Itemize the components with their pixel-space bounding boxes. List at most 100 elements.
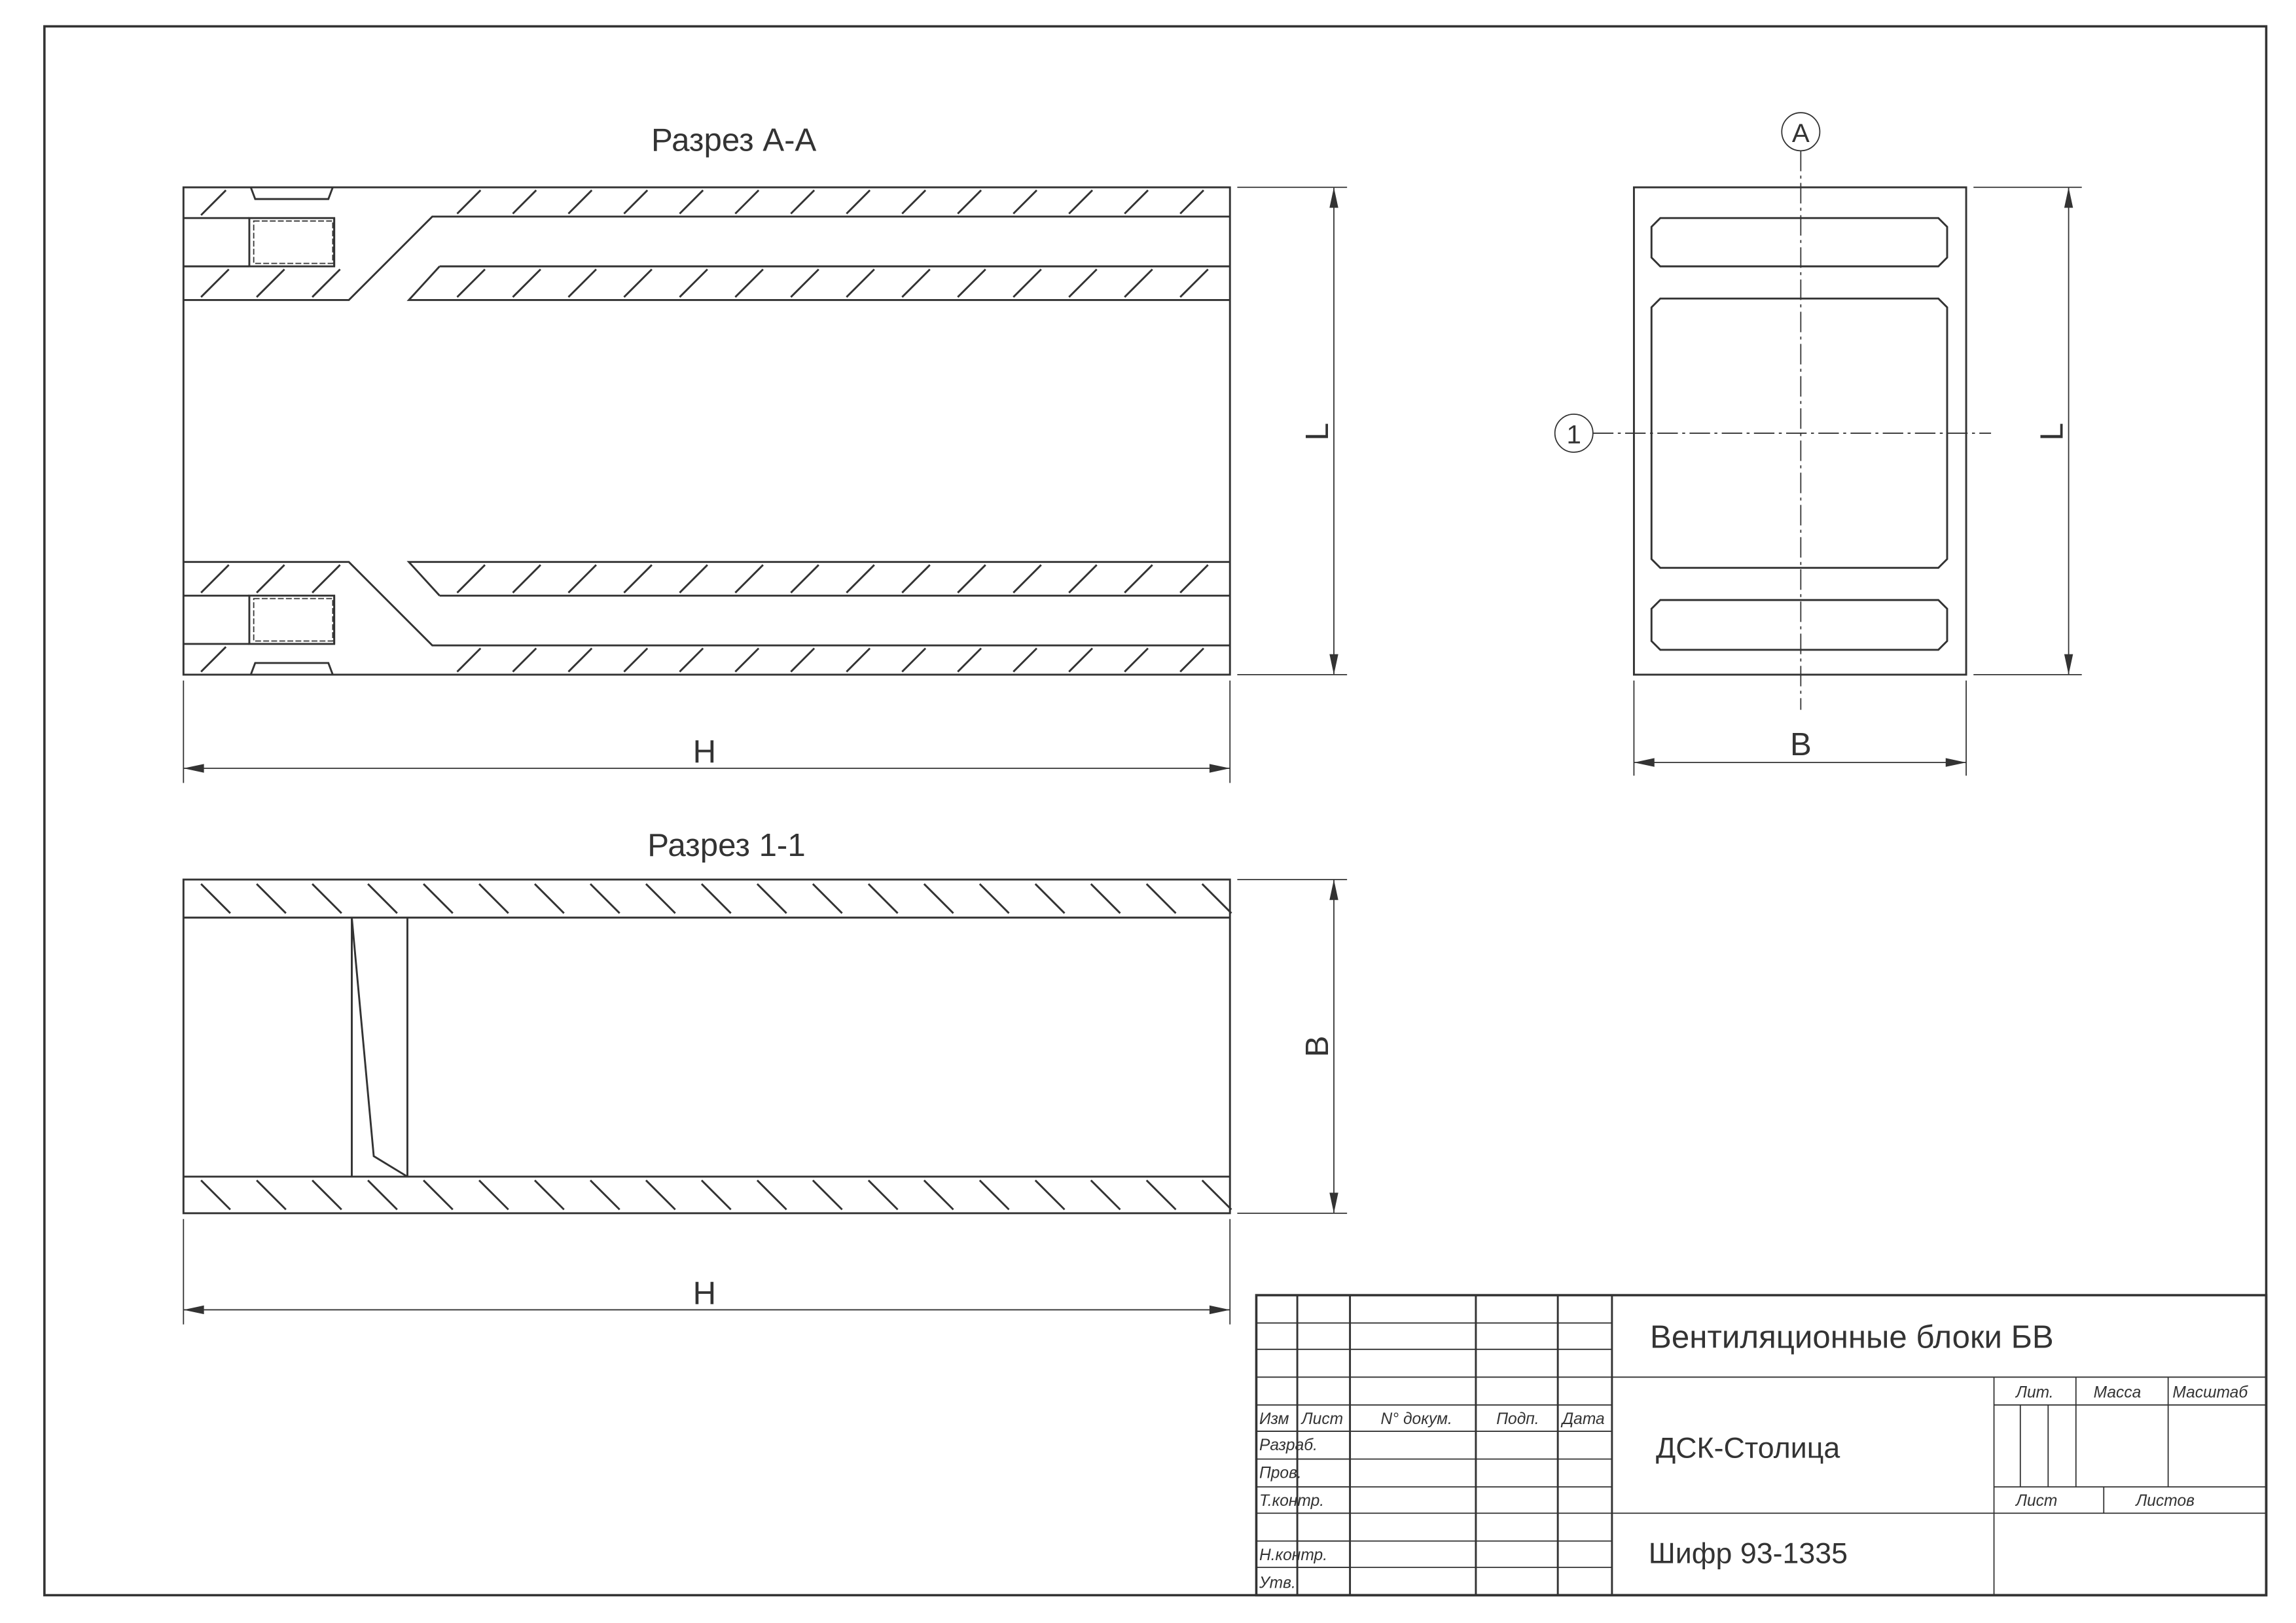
hatch-line bbox=[846, 647, 871, 673]
hatch-line bbox=[423, 1179, 454, 1211]
hatch-line bbox=[567, 189, 593, 215]
plan-dim-l-label: L bbox=[2034, 423, 2070, 440]
hatch-line bbox=[1068, 564, 1098, 594]
hatch-line bbox=[812, 1179, 843, 1211]
hatch-line bbox=[957, 647, 982, 673]
hatch-line bbox=[957, 268, 986, 298]
row-tkontr: Т.контр. bbox=[1259, 1492, 1324, 1510]
mass-label: Масса bbox=[2094, 1384, 2142, 1402]
hatch-line bbox=[1124, 189, 1149, 215]
hatch-line bbox=[901, 268, 931, 298]
hatch-line bbox=[1068, 189, 1094, 215]
organization: ДСК-Столица bbox=[1656, 1432, 1840, 1464]
hatch-line bbox=[200, 883, 231, 914]
hatch-line bbox=[312, 268, 341, 298]
hatch-line bbox=[734, 647, 760, 673]
hatch-line bbox=[1013, 189, 1038, 215]
hatch-line bbox=[978, 1179, 1010, 1211]
hatch-line bbox=[200, 646, 227, 673]
hatch-line bbox=[567, 268, 597, 298]
hatch-line bbox=[256, 268, 285, 298]
hatch-line bbox=[978, 883, 1010, 914]
hatch-line bbox=[1124, 564, 1153, 594]
plan-dim-b-label: B bbox=[1790, 726, 1812, 762]
hatch-line bbox=[1179, 189, 1205, 215]
hatch-line bbox=[700, 1179, 732, 1211]
hatching bbox=[200, 883, 1232, 1211]
hatch-line bbox=[456, 647, 482, 673]
dim-h-label: H bbox=[693, 734, 717, 770]
dim-b-label: B bbox=[1299, 1036, 1335, 1058]
hatch-line bbox=[1068, 268, 1098, 298]
hatch-line bbox=[679, 268, 708, 298]
hatch-line bbox=[456, 189, 482, 215]
hatch-line bbox=[533, 883, 565, 914]
scale-label: Масштаб bbox=[2172, 1384, 2248, 1402]
hatch-line bbox=[567, 564, 597, 594]
hatch-line bbox=[312, 564, 341, 594]
hatch-line bbox=[478, 883, 509, 914]
section-11-title: Разрез 1-1 bbox=[647, 827, 805, 863]
sheet-label: Лист bbox=[2015, 1492, 2057, 1510]
hatch-line bbox=[846, 564, 875, 594]
hatch-line bbox=[679, 189, 704, 215]
hatch-line bbox=[200, 189, 227, 216]
hatch-line bbox=[589, 883, 620, 914]
hatch-line bbox=[1145, 883, 1177, 914]
col-izm: Изм bbox=[1259, 1410, 1289, 1428]
lit-label: Лит. bbox=[2015, 1384, 2054, 1402]
hatch-line bbox=[367, 883, 398, 914]
plan-view: A 1 L B bbox=[1554, 112, 2082, 776]
dim-l-label: L bbox=[1299, 423, 1335, 440]
hatch-line bbox=[957, 564, 986, 594]
hatch-line bbox=[1034, 1179, 1066, 1211]
hatch-line bbox=[623, 189, 649, 215]
row-nkontr: Н.контр. bbox=[1259, 1546, 1327, 1564]
hatch-line bbox=[423, 883, 454, 914]
hatch-line bbox=[1124, 268, 1153, 298]
hatch-line bbox=[589, 1179, 620, 1211]
col-list: Лист bbox=[1300, 1410, 1343, 1428]
hatch-line bbox=[1179, 564, 1209, 594]
hatch-line bbox=[756, 883, 787, 914]
title-block: Вентиляционные блоки БВ ДСК-Столица Шифр… bbox=[1255, 1294, 2268, 1597]
hatch-line bbox=[756, 1179, 787, 1211]
hatch-line bbox=[200, 564, 230, 594]
hatch-line bbox=[512, 268, 541, 298]
hatch-line bbox=[200, 268, 230, 298]
hatch-line bbox=[790, 189, 816, 215]
section-aa-title: Разрез А-А bbox=[651, 122, 817, 158]
hatch-line bbox=[700, 883, 732, 914]
hatch-line bbox=[512, 564, 541, 594]
drawing-title: Вентиляционные блоки БВ bbox=[1650, 1319, 2054, 1355]
hatch-line bbox=[846, 268, 875, 298]
hatch-line bbox=[1013, 647, 1038, 673]
hatch-line bbox=[957, 189, 982, 215]
hatch-line bbox=[623, 647, 649, 673]
hatch-line bbox=[200, 1179, 231, 1211]
hatch-line bbox=[312, 883, 342, 914]
hatch-line bbox=[256, 564, 285, 594]
hatch-line bbox=[533, 1179, 565, 1211]
section-marker-a: A bbox=[1792, 118, 1810, 148]
section-11: Разрез 1-1 B H bbox=[182, 827, 1348, 1325]
hatch-line bbox=[367, 1179, 398, 1211]
hatch-line bbox=[679, 647, 704, 673]
hatch-line bbox=[456, 564, 486, 594]
hatch-line bbox=[1090, 883, 1121, 914]
drawing-code: Шифр 93-1335 bbox=[1649, 1537, 1848, 1569]
hatch-line bbox=[734, 268, 764, 298]
hatch-line bbox=[1034, 883, 1066, 914]
hatch-line bbox=[478, 1179, 509, 1211]
hatch-line bbox=[623, 564, 653, 594]
hatch-line bbox=[901, 647, 927, 673]
hatch-line bbox=[1013, 268, 1042, 298]
col-date: Дата bbox=[1560, 1410, 1605, 1428]
hatch-line bbox=[312, 1179, 342, 1211]
hatch-line bbox=[256, 1179, 287, 1211]
hatch-line bbox=[1179, 268, 1209, 298]
hatch-line bbox=[1068, 647, 1094, 673]
section-aa: Разрез А-А L H bbox=[182, 122, 1348, 783]
hatch-line bbox=[846, 189, 871, 215]
